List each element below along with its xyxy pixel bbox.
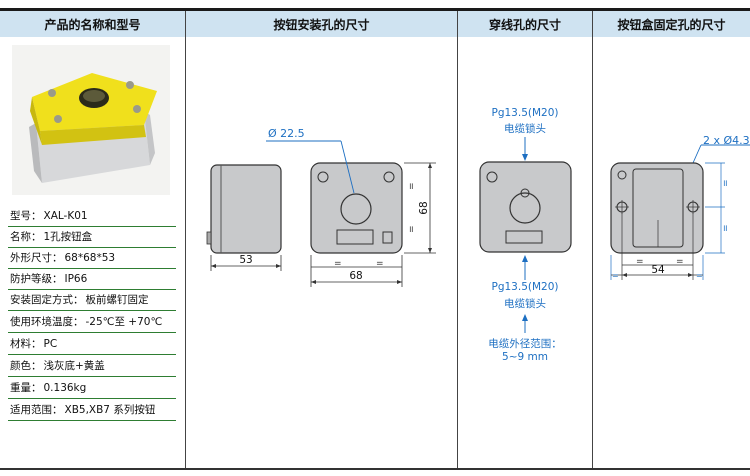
gland-bottom-size: Pg13.5(M20): [491, 281, 559, 293]
mount-hole-drawing: 53 Ø 22.5 68 = = = = 68: [206, 127, 436, 287]
column-divider: [185, 11, 186, 470]
svg-text:=: =: [676, 257, 684, 267]
svg-text:=: =: [407, 182, 417, 190]
spec-row-name: 名称：1孔按钮盒: [8, 227, 176, 248]
spec-row-color: 颜色：浅灰底+黄盖: [8, 356, 176, 377]
spec-row-temperature: 使用环境温度：-25℃至 +70℃: [8, 312, 176, 333]
svg-text:=: =: [407, 225, 417, 233]
table-top-rule: [0, 8, 750, 11]
gland-top-size: Pg13.5(M20): [491, 107, 559, 119]
table-bottom-rule: [0, 468, 750, 470]
cable-range-arrow: [522, 314, 528, 333]
column-divider: [592, 11, 593, 470]
svg-text:=: =: [612, 271, 619, 280]
header-cable-hole-size: 穿线孔的尺寸: [458, 11, 592, 37]
cable-range-value: 5~9 mm: [502, 351, 548, 363]
box-side-view: [210, 164, 282, 254]
box-front-view: [310, 162, 403, 254]
cable-hole-drawing: [479, 137, 572, 280]
hole-diameter-label: Ø 22.5: [268, 127, 305, 140]
cable-hole: [509, 192, 541, 224]
svg-text:=: =: [334, 259, 342, 269]
spec-row-protection: 防护等级：IP66: [8, 269, 176, 290]
hole-spacing-label: 54: [651, 264, 665, 276]
header-button-hole-size: 按钮安装孔的尺寸: [186, 11, 457, 37]
button-hole: [340, 193, 372, 225]
svg-text:=: =: [721, 224, 731, 232]
height-label: 68: [418, 201, 430, 214]
spec-row-weight: 重量：0.136kg: [8, 378, 176, 399]
spec-row-dimensions: 外形尺寸：68*68*53: [8, 248, 176, 269]
spec-row-material: 材料：PC: [8, 334, 176, 355]
side-depth-label: 53: [239, 254, 252, 266]
cable-range-label: 电缆外径范围：: [488, 338, 562, 350]
product-photo: [12, 45, 170, 195]
header-fixing-hole-size: 按钮盒固定孔的尺寸: [593, 11, 750, 37]
column-divider: [457, 11, 458, 470]
box-bottom-view: [479, 161, 572, 253]
svg-text:=: =: [721, 179, 731, 187]
spec-row-model: 型号：XAL-K01: [8, 206, 176, 227]
svg-text:=: =: [376, 259, 384, 269]
fixing-holes-label: 2 x Ø4.3: [703, 134, 750, 147]
svg-text:=: =: [696, 271, 703, 280]
spec-row-mounting: 安装固定方式：板前螺钉固定: [8, 290, 176, 311]
svg-text:=: =: [636, 257, 644, 267]
gland-bottom-name: 电缆锁头: [504, 298, 546, 310]
header-product-name: 产品的名称和型号: [0, 11, 185, 37]
spec-row-application: 适用范围：XB5,XB7 系列按钮: [8, 400, 176, 421]
fixing-hole-drawing: 2 x Ø4.3 = = = = = = 54: [610, 134, 750, 280]
gland-top-name: 电缆锁头: [504, 123, 546, 135]
width-label: 68: [349, 270, 362, 282]
